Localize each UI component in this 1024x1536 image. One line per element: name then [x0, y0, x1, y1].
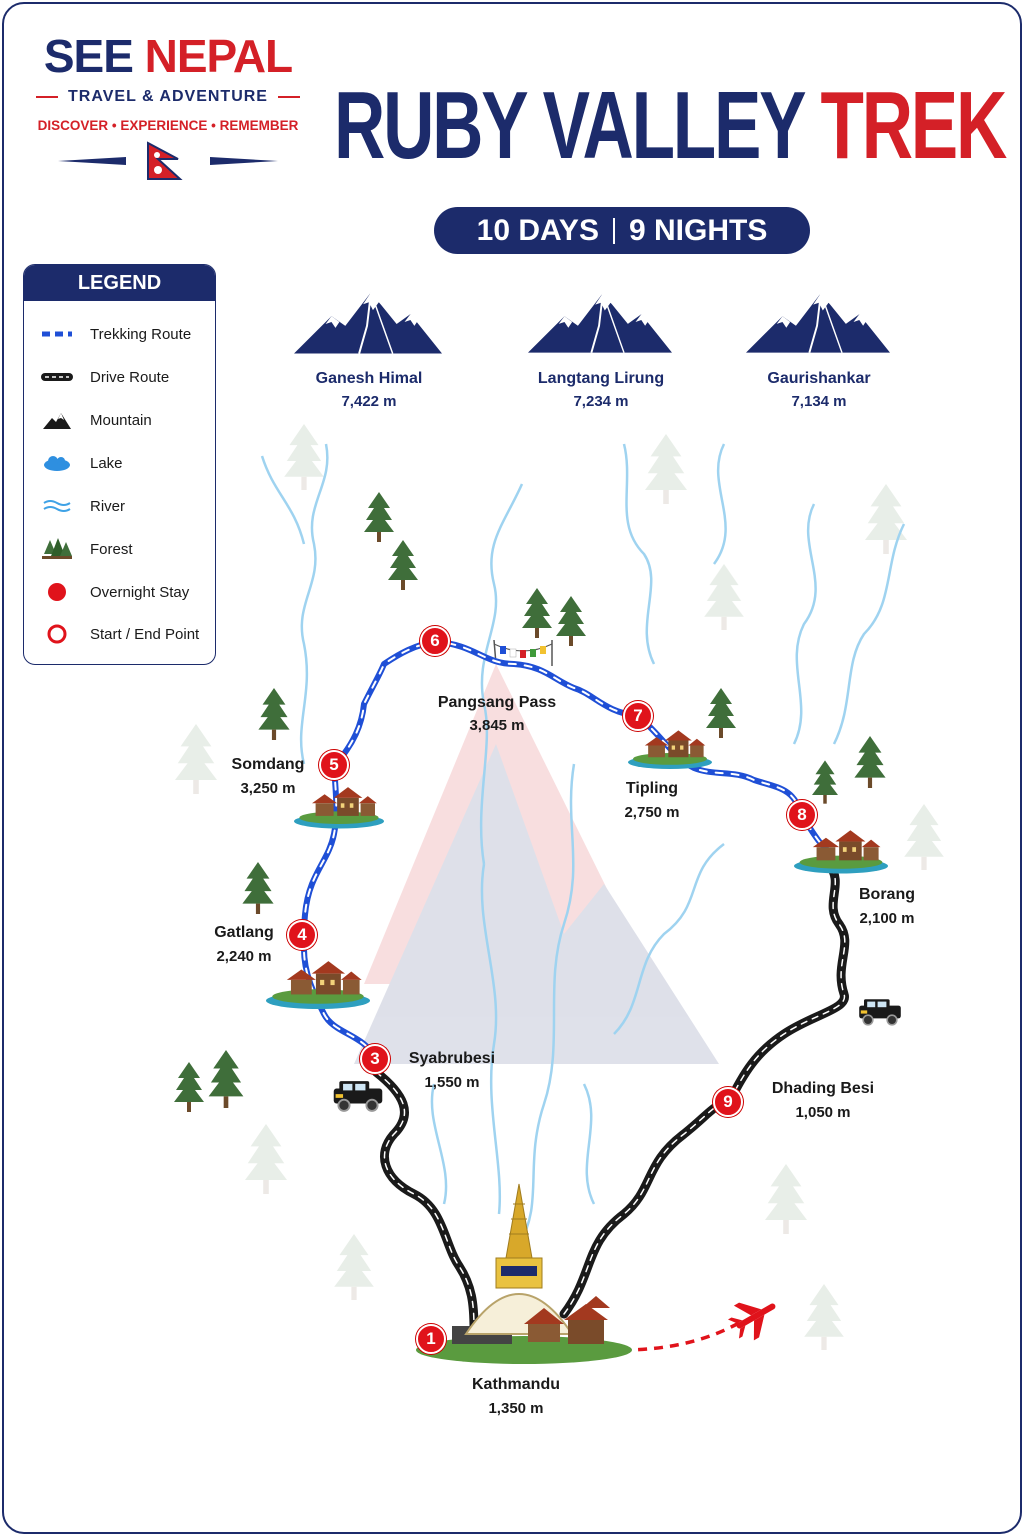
title-part-1: RUBY VALLEY [334, 72, 805, 179]
place-altitude-pangsang-pass: 3,845 m [469, 717, 525, 734]
place-name-pangsang-pass: Pangsang Pass [437, 694, 557, 711]
gaurishankar-peak-icon [746, 292, 890, 354]
legend-panel: LEGEND Trekking Route Drive Route Mounta… [23, 264, 216, 665]
place-name-tipling: Tipling [625, 780, 679, 797]
brand-logo: SEE NEPAL TRAVEL & ADVENTURE DISCOVER • … [30, 32, 306, 186]
stop-marker-3[interactable]: 3 [360, 1044, 390, 1074]
place-name-gatlang: Gatlang [214, 924, 274, 941]
legend-label: Drive Route [90, 368, 170, 386]
mountain-icon [43, 413, 71, 429]
drive-route [371, 861, 850, 1334]
duration-badge: 10 DAYS 9 NIGHTS [434, 207, 810, 254]
legend-item-river: River [24, 491, 214, 521]
brand-subtitle-row: TRAVEL & ADVENTURE [30, 88, 306, 106]
peak-name-gaurishankar: Gaurishankar [767, 370, 871, 387]
stop-marker-7[interactable]: 7 [623, 701, 653, 731]
trekking-route-line-icon [42, 331, 72, 337]
jeep-dhading [858, 998, 902, 1026]
legend-label: Lake [90, 454, 123, 472]
river-icon [43, 500, 71, 512]
flight-path [621, 1302, 776, 1352]
stop-marker-5[interactable]: 5 [319, 750, 349, 780]
brand-subtitle: TRAVEL & ADVENTURE [68, 88, 268, 105]
place-altitude-syabrubesi: 1,550 m [424, 1074, 480, 1091]
legend-label: Overnight Stay [90, 583, 190, 601]
start-end-ring-icon [47, 624, 67, 644]
legend-label: Start / End Point [90, 625, 200, 643]
place-altitude-borang: 2,100 m [859, 910, 915, 927]
langtang-lirung-peak-icon [528, 292, 672, 354]
prayer-flags [493, 639, 553, 666]
peak-altitude-langtang-lirung: 7,234 m [573, 393, 629, 410]
peak-altitude-gaurishankar: 7,134 m [791, 393, 847, 410]
legend-item-forest: Forest [24, 534, 214, 564]
legend-item-mountain: Mountain [24, 405, 214, 435]
trekking-route [301, 639, 833, 1062]
place-altitude-gatlang: 2,240 m [216, 948, 272, 965]
place-altitude-somdang: 3,250 m [240, 780, 296, 797]
peak-altitude-ganesh-himal: 7,422 m [341, 393, 397, 410]
legend-item-lake: Lake [24, 448, 214, 478]
legend-title: LEGEND [24, 265, 215, 301]
legend-item-drive-route: Drive Route [24, 362, 214, 392]
title-part-2: TREK [820, 72, 1008, 179]
place-name-borang: Borang [859, 886, 915, 903]
stop-marker-8[interactable]: 8 [787, 800, 817, 830]
place-altitude-dhading-besi: 1,050 m [795, 1104, 851, 1121]
duration-nights: 9 NIGHTS [628, 213, 768, 247]
trek-map [174, 424, 944, 1364]
duration-divider [612, 217, 615, 244]
duration-days: 10 DAYS [476, 213, 599, 247]
legend-item-overnight-stay: Overnight Stay [24, 577, 214, 607]
stop-marker-1[interactable]: 1 [416, 1324, 446, 1354]
place-name-syabrubesi: Syabrubesi [408, 1050, 496, 1067]
forest-icon [42, 538, 72, 559]
nepal-flag-icon [58, 141, 278, 180]
peak-name-ganesh-himal: Ganesh Himal [315, 370, 423, 387]
place-altitude-kathmandu: 1,350 m [488, 1400, 544, 1417]
subtitle-dash-right [277, 96, 300, 98]
stop-marker-9[interactable]: 9 [713, 1087, 743, 1117]
brand-tagline: DISCOVER • EXPERIENCE • REMEMBER [37, 118, 299, 133]
place-altitude-tipling: 2,750 m [624, 804, 680, 821]
place-name-kathmandu: Kathmandu [472, 1376, 560, 1393]
brand-name: SEE NEPAL [30, 32, 306, 80]
brand-nepal: NEPAL [144, 30, 293, 82]
legend-item-trekking-route: Trekking Route [24, 319, 214, 349]
ganesh-himal-peak-icon [294, 291, 442, 355]
brand-see: SEE [43, 30, 134, 82]
legend-label: Mountain [90, 411, 152, 429]
place-name-somdang: Somdang [231, 756, 305, 773]
trek-title: RUBY VALLEY TREK [334, 76, 1007, 176]
legend-label: Forest [90, 540, 133, 558]
place-name-dhading-besi: Dhading Besi [771, 1080, 875, 1097]
legend-item-start-end: Start / End Point [24, 619, 214, 649]
center-mountain-watermark [354, 664, 719, 1064]
stop-marker-4[interactable]: 4 [287, 920, 317, 950]
legend-label: Trekking Route [90, 325, 192, 343]
kathmandu-stupa [416, 1183, 632, 1364]
subtitle-dash-left [36, 96, 59, 98]
overnight-dot-icon [48, 583, 66, 601]
legend-label: River [90, 497, 126, 515]
river-network [260, 443, 906, 1245]
drive-route-line-icon [41, 373, 73, 381]
stop-marker-6[interactable]: 6 [420, 626, 450, 656]
peak-name-langtang-lirung: Langtang Lirung [537, 370, 665, 387]
lake-icon [44, 456, 70, 471]
